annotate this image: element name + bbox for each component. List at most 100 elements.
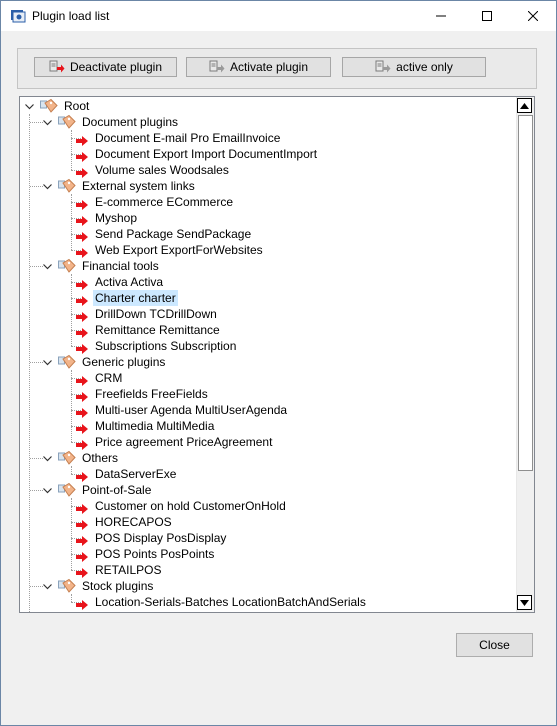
tree-node-plugin[interactable]: CRM — [76, 370, 124, 386]
plugin-arrow-icon — [76, 279, 88, 290]
chevron-down-icon — [43, 119, 52, 125]
tree-node-plugin[interactable]: Document Export Import DocumentImport — [76, 146, 319, 162]
tree-connector — [29, 114, 30, 612]
plugin-label: POS Points PosPoints — [95, 547, 215, 561]
maximize-icon — [482, 11, 492, 21]
maximize-button[interactable] — [464, 1, 510, 31]
tree-node-plugin[interactable]: Send Package SendPackage — [76, 226, 253, 242]
tree-connector — [71, 466, 72, 474]
plugin-arrow-icon — [76, 199, 88, 210]
tree-node-plugin[interactable]: E-commerce ECommerce — [76, 194, 235, 210]
tree-connector — [71, 594, 72, 602]
active-only-icon — [375, 60, 391, 73]
plugin-label: Price agreement PriceAgreement — [95, 435, 273, 449]
tree-node-group[interactable]: Point-of-Sale — [58, 482, 153, 498]
activate-plugin-button[interactable]: Activate plugin — [186, 57, 331, 77]
collapse-toggle[interactable] — [43, 262, 52, 271]
collapse-toggle[interactable] — [43, 486, 52, 495]
group-label: Root — [64, 99, 90, 113]
tree-node-plugin[interactable]: Freefields FreeFields — [76, 386, 210, 402]
tree-connector — [71, 138, 81, 139]
plugin-arrow-icon — [76, 407, 88, 418]
collapse-toggle[interactable] — [43, 358, 52, 367]
activate-plugin-icon — [209, 60, 225, 73]
tree-node-plugin[interactable]: Subscriptions Subscription — [76, 338, 238, 354]
title-bar[interactable]: Plugin load list — [1, 1, 556, 31]
plugin-arrow-icon — [76, 391, 88, 402]
tree-connector — [71, 426, 81, 427]
collapse-toggle[interactable] — [43, 182, 52, 191]
plugin-folder-icon — [58, 114, 76, 130]
plugin-arrow-icon — [76, 167, 88, 178]
plugin-folder-icon — [58, 482, 76, 498]
plugin-label: Multi-user Agenda MultiUserAgenda — [95, 403, 288, 417]
tree-node-plugin[interactable]: Price agreement PriceAgreement — [76, 434, 274, 450]
plugin-label: Charter charter — [93, 290, 178, 306]
tree-node-plugin[interactable]: Remittance Remittance — [76, 322, 222, 338]
tree-node-plugin[interactable]: RETAILPOS — [76, 562, 163, 578]
tree-node-group[interactable]: Generic plugins — [58, 354, 167, 370]
tree-connector — [71, 570, 81, 571]
plugin-label: Remittance Remittance — [95, 323, 220, 337]
vertical-scrollbar[interactable] — [516, 97, 534, 612]
tree-connector — [30, 266, 43, 267]
tree-node-group[interactable]: Financial tools — [58, 258, 161, 274]
plugin-label: RETAILPOS — [95, 563, 162, 577]
tree-node-plugin[interactable]: HORECAPOS — [76, 514, 174, 530]
tree-node-plugin[interactable]: Location-Serials-Batches LocationBatchAn… — [76, 594, 368, 610]
group-label: Point-of-Sale — [82, 483, 152, 497]
scroll-up-button[interactable] — [517, 98, 532, 113]
tree-node-plugin[interactable]: Document E-mail Pro EmailInvoice — [76, 130, 282, 146]
plugin-arrow-icon — [76, 503, 88, 514]
collapse-toggle[interactable] — [43, 118, 52, 127]
plugin-label: Activa Activa — [95, 275, 164, 289]
tree-node-group[interactable]: Document plugins — [58, 114, 180, 130]
tree-node-plugin[interactable]: POS Display PosDisplay — [76, 530, 228, 546]
collapse-toggle[interactable] — [25, 102, 34, 111]
chevron-down-icon — [43, 455, 52, 461]
close-button[interactable]: Close — [456, 633, 533, 657]
group-label: External system links — [82, 179, 195, 193]
deactivate-plugin-button[interactable]: Deactivate plugin — [34, 57, 177, 77]
plugin-arrow-icon — [76, 151, 88, 162]
tree-node-group[interactable]: Stock plugins — [58, 578, 155, 594]
tree-node-plugin[interactable]: Web Export ExportForWebsites — [76, 242, 265, 258]
plugin-folder-icon — [40, 98, 58, 114]
plugin-label: Freefields FreeFields — [95, 387, 208, 401]
tree-node-plugin[interactable]: Myshop — [76, 210, 139, 226]
tree-connector — [71, 498, 72, 570]
tree-connector — [71, 234, 81, 235]
chevron-down-icon — [43, 487, 52, 493]
arrow-up-icon — [520, 102, 529, 109]
active-only-button[interactable]: active only — [342, 57, 486, 77]
tree-node-plugin[interactable]: Activa Activa — [76, 274, 165, 290]
tree-connector — [71, 346, 81, 347]
tree-node-plugin[interactable]: DrillDown TCDrillDown — [76, 306, 219, 322]
plugin-arrow-icon — [76, 295, 88, 306]
scroll-thumb[interactable] — [518, 115, 533, 471]
plugin-label: HORECAPOS — [95, 515, 172, 529]
tree-node-plugin[interactable]: DataServerExe — [76, 466, 178, 482]
minimize-button[interactable] — [418, 1, 464, 31]
tree-node-group[interactable]: Others — [58, 450, 120, 466]
collapse-toggle[interactable] — [43, 454, 52, 463]
tree-connector — [30, 122, 43, 123]
tree-node-group[interactable]: External system links — [58, 178, 197, 194]
plugin-arrow-icon — [76, 471, 88, 482]
tree-node-plugin[interactable]: Charter charter — [76, 290, 178, 306]
tree-node-plugin[interactable]: Customer on hold CustomerOnHold — [76, 498, 288, 514]
tree-node-plugin[interactable]: Volume sales Woodsales — [76, 162, 231, 178]
tree-node-plugin[interactable]: Multimedia MultiMedia — [76, 418, 216, 434]
tree-connector — [71, 474, 81, 475]
close-window-button[interactable] — [510, 1, 556, 31]
tree-node-root[interactable]: Root — [40, 98, 91, 114]
tree-node-plugin[interactable]: POS Points PosPoints — [76, 546, 216, 562]
active-only-label: active only — [396, 60, 453, 74]
scroll-down-button[interactable] — [517, 595, 532, 610]
plugin-label: Web Export ExportForWebsites — [95, 243, 263, 257]
chevron-down-icon — [43, 263, 52, 269]
collapse-toggle[interactable] — [43, 582, 52, 591]
tree-node-plugin[interactable]: Multi-user Agenda MultiUserAgenda — [76, 402, 289, 418]
